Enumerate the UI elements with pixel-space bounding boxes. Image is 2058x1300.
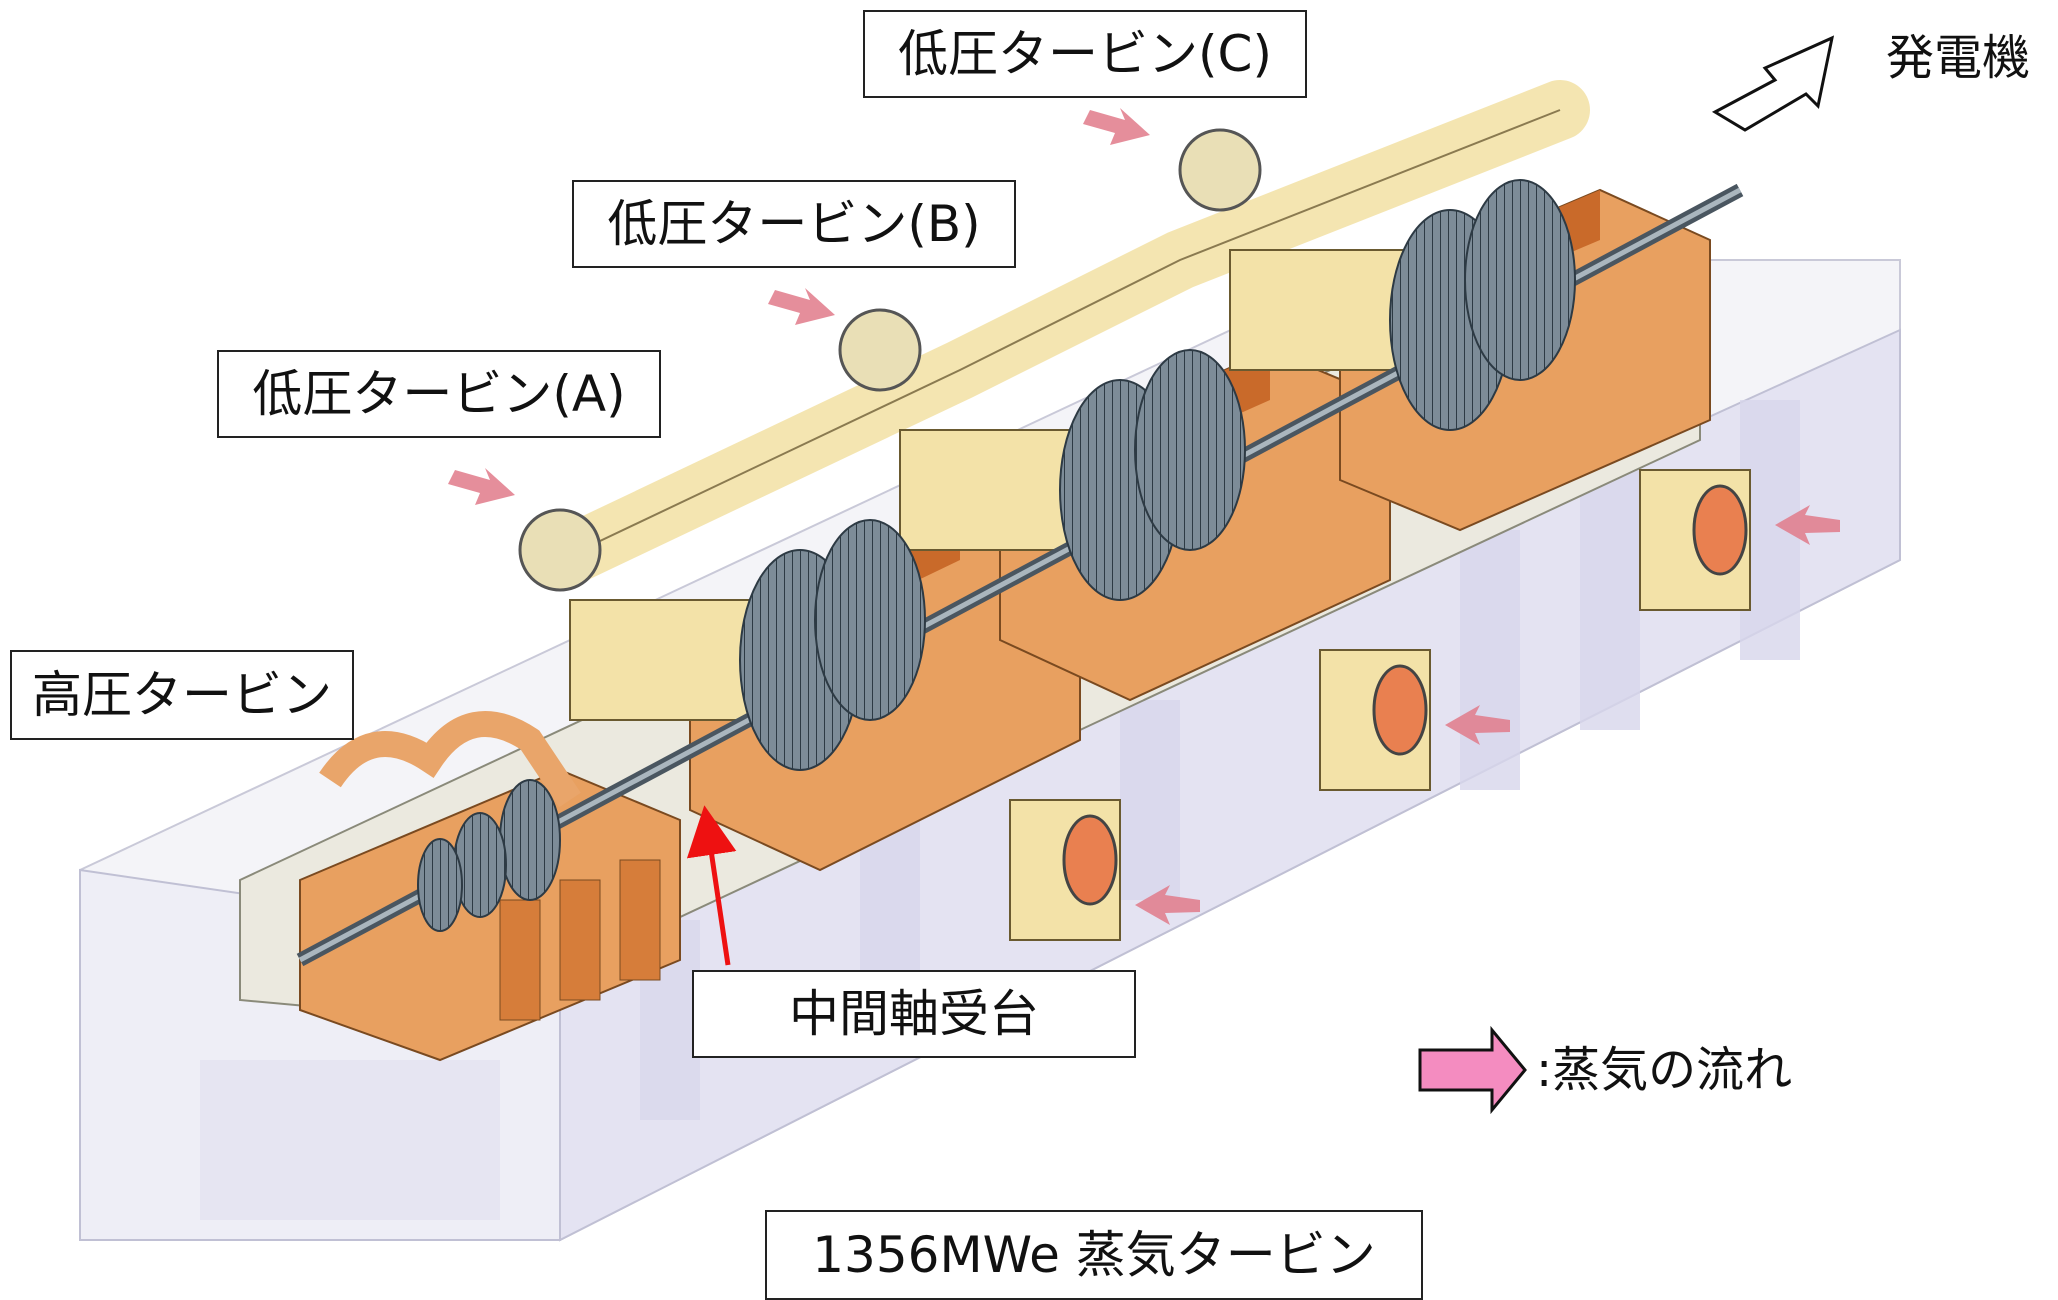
steam-flow-arrow-icon (448, 108, 1840, 925)
legend-steam-flow: :蒸気の流れ (1536, 1042, 1793, 1098)
label-lp-turbine-b: 低圧タービン(B) (572, 180, 1016, 268)
label-lp-turbine-a: 低圧タービン(A) (217, 350, 661, 438)
label-hp-turbine: 高圧タービン (10, 650, 354, 740)
pink-arrow-icon (1418, 1025, 1527, 1115)
rotor-blades (417, 179, 1576, 932)
label-lp-turbine-c: 低圧タービン(C) (863, 10, 1307, 98)
hp-casing (299, 711, 681, 1062)
label-intermediate-bearing: 中間軸受台 (692, 970, 1136, 1058)
bearing-pointer (686, 805, 737, 966)
label-generator: 発電機 (1886, 30, 2031, 86)
outline-arrow-icon (1711, 35, 1835, 132)
crossover-pipes (518, 80, 1751, 941)
caption-steam-turbine: 1356MWe 蒸気タービン (765, 1210, 1423, 1300)
